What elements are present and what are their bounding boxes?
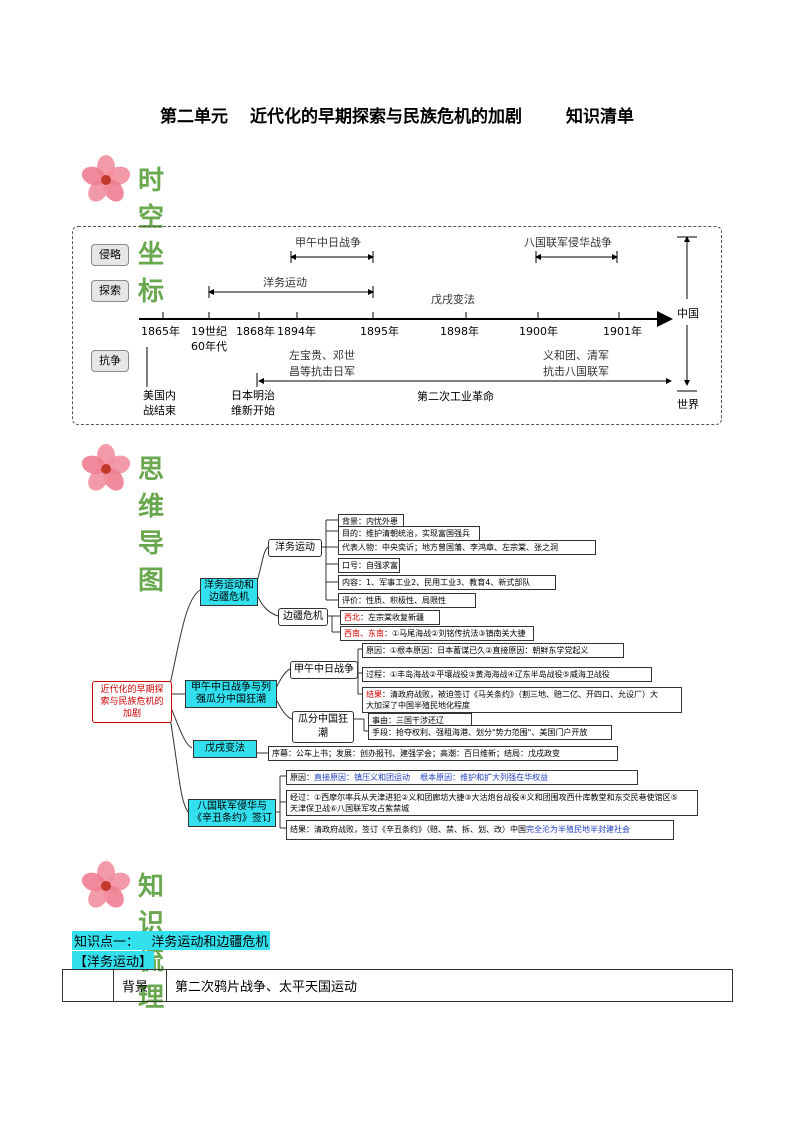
bg-cause: 原因：直接原因：镇压义和团运动 根本原因：维护和扩大列强在华权益 [286,770,638,785]
resist-text-2: 义和团、清军 [543,349,609,362]
page-title: 第二单元近代化的早期探索与民族危机的加剧知识清单 [160,107,634,127]
label-china: 中国 [677,307,699,320]
bg-process: 经过：①西摩尔率兵从天津进犯②义和团廊坊大捷③大沽炮台战役④义和团围攻西什库教堂… [286,790,698,816]
yw-evaluation: 评价：性质、积极性、局限性 [338,593,476,608]
tick-label-1898: 1898年 [440,325,479,338]
jw-cause: 原因：①根本原因：日本蓄谋已久②直接原因：朝鲜东学党起义 [362,643,624,658]
span-label-eight-nation: 八国联军侵华战争 [524,236,612,249]
branch-reform: 戊戌变法 [193,740,257,758]
resist-text-2b: 抗击八国联军 [543,365,609,378]
wx-stages: 序幕：公车上书；发展：创办报刊、建强学会；高潮：百日维新；结局：戊戌政变 [268,746,618,761]
world-event-us-civil-war: 美国内 [143,389,176,402]
bj-southwest-southeast: 西南、东南：①马尾海战②刘铭传抗法③镇南关大捷 [340,626,534,641]
flower-icon [81,155,131,202]
span-label-self-strengthening: 洋务运动 [263,276,307,289]
world-event-meiji-b: 维新开始 [231,404,275,417]
section-header-mindmap: 思维导图 [78,441,164,596]
knowledge-point-title: 知识点一： 洋务运动和边疆危机 [72,931,271,950]
span-label-reform: 戊戌变法 [431,293,475,306]
row-label-invasion: 侵略 [91,244,129,266]
section-header-knowledge: 知识梳理 [78,858,164,1013]
yw-purpose: 目的：维护清朝统治，实现富国强兵 [338,526,480,541]
mindmap-root: 近代化的早期探索与民族危机的加剧 [92,681,172,723]
tick-label-19c: 19世纪 [191,325,227,338]
tick-label-1895: 1895年 [360,325,399,338]
section-title: 时空坐标 [138,166,166,307]
table-cell-value: 第二次鸦片战争、太平天国运动 [166,969,733,1002]
tick-label-1868: 1868年 [236,325,275,338]
tick-label-1901: 1901年 [603,325,642,338]
node-yangwu: 洋务运动 [268,539,322,557]
node-partition-frenzy: 瓜分中国狂潮 [292,711,354,743]
row-label-exploration: 探索 [91,280,129,302]
tick-label-1894: 1894年 [277,325,316,338]
world-event-us-civil-war-b: 战结束 [143,404,176,417]
node-frontier-crisis: 边疆危机 [278,608,328,626]
bj-northwest: 西北：左宗棠收复新疆 [340,610,440,625]
tick-label-60s: 60年代 [191,340,227,353]
branch-boxer-protocol: 八国联军侵华与《辛丑条约》签订 [188,799,276,827]
label-world: 世界 [677,398,699,411]
bg-result: 结果：清政府战败，签订《辛丑条约》（赔、禁、拆、划、改）中国完全沦为半殖民地半封… [286,820,674,840]
timeline-lines [139,236,697,392]
tick-label-1900: 1900年 [519,325,558,338]
jw-process: 过程：①丰岛海战②平壤战役③黄海海战④辽东半岛战役⑤威海卫战役 [362,667,652,682]
jw-result: 结果：清政府战败，被迫签订《马关条约》（割三地、赔二亿、开四口、允设厂）大 大加… [362,687,682,713]
section-header-timeline: 时空坐标 [78,152,164,307]
yw-slogan: 口号：自强求富 [338,558,400,573]
resist-text-1: 左宝贵、邓世 [289,349,355,362]
table-row: 背景 第二次鸦片战争、太平天国运动 [62,969,733,1002]
node-sino-japanese-war: 甲午中日战争 [290,661,358,679]
yw-figures: 代表人物：中央奕䜣；地方曾国藩、李鸿章、左宗棠、张之洞 [338,540,596,555]
span-label-sino-japanese-war: 甲午中日战争 [295,236,361,249]
knowledge-subtitle: 【洋务运动】 [72,951,155,970]
row-label-resistance: 抗争 [91,350,129,372]
knowledge-table: 背景 第二次鸦片战争、太平天国运动 [62,969,733,1002]
timeline-panel: 侵略 探索 抗争 [72,226,722,425]
world-event-meiji: 日本明治 [231,389,275,402]
flower-icon [81,861,131,908]
table-cell-label: 背景 [113,969,167,1002]
tick-label-1865: 1865年 [141,325,180,338]
resist-text-1b: 昌等抗击日军 [289,365,355,378]
yw-content: 内容：1、军事工业2、民用工业3、教育4、新式部队 [338,575,556,590]
branch-sino-japanese-partition: 甲午中日战争与列强瓜分中国狂潮 [185,680,277,708]
flower-icon [81,444,131,491]
table-cell-empty [62,969,114,1002]
section-title: 思维导图 [138,455,166,596]
gf-means: 手段：抢夺权利、强租海港、划分"势力范围"、美国门户开放 [368,725,612,740]
world-event-industrial-revolution: 第二次工业革命 [417,390,494,403]
branch-yangwu-frontier: 洋务运动和边疆危机 [200,578,258,606]
